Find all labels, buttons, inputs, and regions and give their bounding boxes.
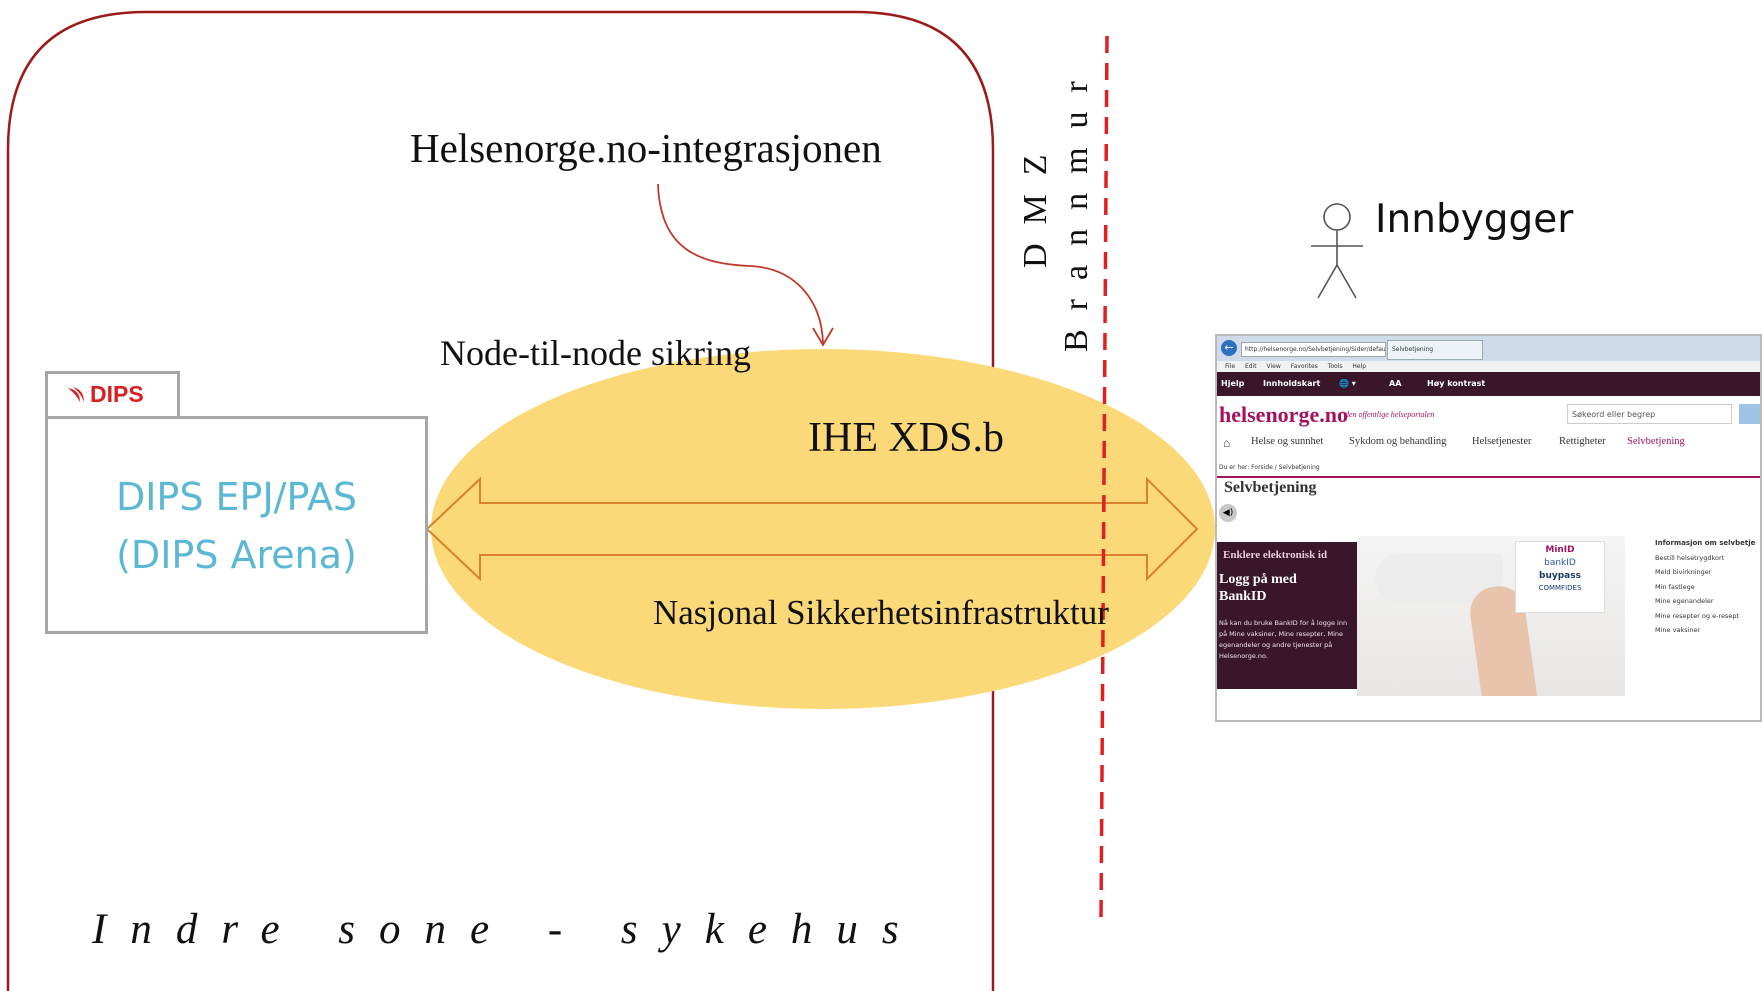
sidebar-link: Mine egenandeler — [1655, 597, 1714, 605]
browser-menubar: File Edit View Favorites Tools Help — [1217, 361, 1760, 372]
site-breadcrumb: Du er her: Forside / Selvbetjening — [1219, 464, 1320, 471]
promo-title: Logg på med — [1219, 572, 1297, 587]
browser-titlebar: ← http://helsenorge.no/Selvbetjening/Sid… — [1217, 336, 1760, 361]
dips-system-product: (DIPS Arena) — [116, 533, 357, 577]
menu-item: Edit — [1244, 363, 1257, 370]
topbar-help: Hjelp — [1221, 379, 1245, 388]
infrastructure-label: Nasjonal Sikkerhetsinfrastruktur — [653, 593, 1109, 632]
double-arrow — [425, 476, 1199, 582]
menu-item: Favorites — [1290, 363, 1318, 370]
sidebar-link: Min fastlege — [1655, 582, 1695, 591]
integration-label: Helsenorge.no-integrasjonen — [410, 125, 882, 171]
sidebar-link: Meld bivirkninger — [1655, 568, 1712, 576]
firewall-line — [1099, 35, 1109, 921]
id-provider-panel: MinID bankID buypass COMMFIDES — [1515, 541, 1605, 613]
site-heading: Selvbetjening — [1224, 479, 1317, 496]
site-logo: helsenorge.no — [1219, 402, 1348, 427]
browser-tab: Selvbetjening — [1387, 340, 1483, 360]
site-nav: ⌂ Helse og sunnhet Sykdom og behandling … — [1217, 432, 1760, 454]
sidebar-link: Mine resepter og e-resept — [1655, 611, 1740, 620]
site-tagline: den offentlige helseportalen — [1345, 410, 1435, 419]
dips-component-box: DIPS EPJ/PAS (DIPS Arena) — [45, 416, 428, 634]
promo-subtitle: Enklere elektronisk id — [1223, 549, 1328, 561]
sidebar-link: Mine vaksiner — [1655, 626, 1701, 634]
security-infrastructure-ellipse — [431, 349, 1215, 709]
dips-box-tab — [45, 371, 180, 416]
nav-item: Helse og sunnhet — [1251, 436, 1324, 447]
sidebar-heading: Informasjon om selvbetje — [1655, 539, 1756, 547]
back-icon: ← — [1221, 340, 1237, 356]
inner-zone-boundary — [6, 10, 995, 991]
id-provider: MinID — [1545, 545, 1575, 555]
dmz-label: DMZ — [1017, 135, 1054, 268]
speaker-icon: ◀) — [1219, 504, 1237, 522]
bankid-promo: Enklere elektronisk id Logg på med BankI… — [1217, 542, 1357, 689]
protocol-label: IHE XDS.b — [808, 415, 1004, 461]
person-icon — [1311, 203, 1363, 299]
nav-item: Helsetjenester — [1472, 436, 1532, 447]
menu-item: File — [1225, 363, 1236, 370]
home-icon: ⌂ — [1223, 436, 1231, 450]
topbar-sitemap: Innholdskart — [1263, 379, 1321, 388]
site-search-input: Søkeord eller begrep — [1567, 404, 1732, 424]
id-provider: bankID — [1544, 558, 1576, 568]
sidebar-link: Bestill helsetrygdkort — [1655, 553, 1725, 562]
id-provider: COMMFIDES — [1538, 584, 1582, 592]
actor-label: Innbygger — [1375, 197, 1574, 242]
site-search-button — [1739, 404, 1760, 424]
menu-item: View — [1266, 363, 1281, 370]
integration-pointer-arrow — [657, 183, 824, 345]
node-security-label: Node-til-node sikring — [440, 333, 751, 373]
id-provider: buypass — [1539, 571, 1581, 581]
dips-logo-text: DIPS — [90, 381, 144, 407]
site-topbar: Hjelp Innholdskart 🌐 ▾ AA Høy kontrast — [1217, 372, 1760, 396]
nav-item-active: Selvbetjening — [1627, 436, 1685, 447]
site-divider — [1217, 476, 1760, 478]
promo-title: BankID — [1219, 589, 1267, 604]
dips-system-name: DIPS EPJ/PAS — [115, 475, 358, 519]
topbar-high-contrast: Høy kontrast — [1427, 379, 1486, 388]
nav-item: Rettigheter — [1559, 436, 1606, 447]
browser-address-bar: http://helsenorge.no/Selvbetjening/Sider… — [1241, 342, 1386, 357]
nav-item: Sykdom og behandling — [1349, 436, 1447, 447]
zone-label: Indre sone - sykehus — [92, 906, 923, 953]
dips-logo: DIPS — [66, 381, 144, 408]
menu-item: Tools — [1327, 363, 1343, 370]
helsenorge-browser-screenshot: ← http://helsenorge.no/Selvbetjening/Sid… — [1215, 334, 1762, 722]
globe-icon: 🌐 ▾ — [1339, 379, 1356, 388]
menu-item: Help — [1352, 363, 1367, 370]
firewall-label: Brannmur — [1058, 62, 1095, 352]
promo-body: Nå kan du bruke BankID for å logge inn p… — [1219, 619, 1348, 660]
integration-pointer-arrowhead — [812, 327, 834, 347]
site-sidebar: Informasjon om selvbetje Bestill helsetr… — [1655, 536, 1760, 638]
dips-swoosh-icon — [68, 386, 84, 402]
text-size-icon: AA — [1389, 379, 1402, 388]
